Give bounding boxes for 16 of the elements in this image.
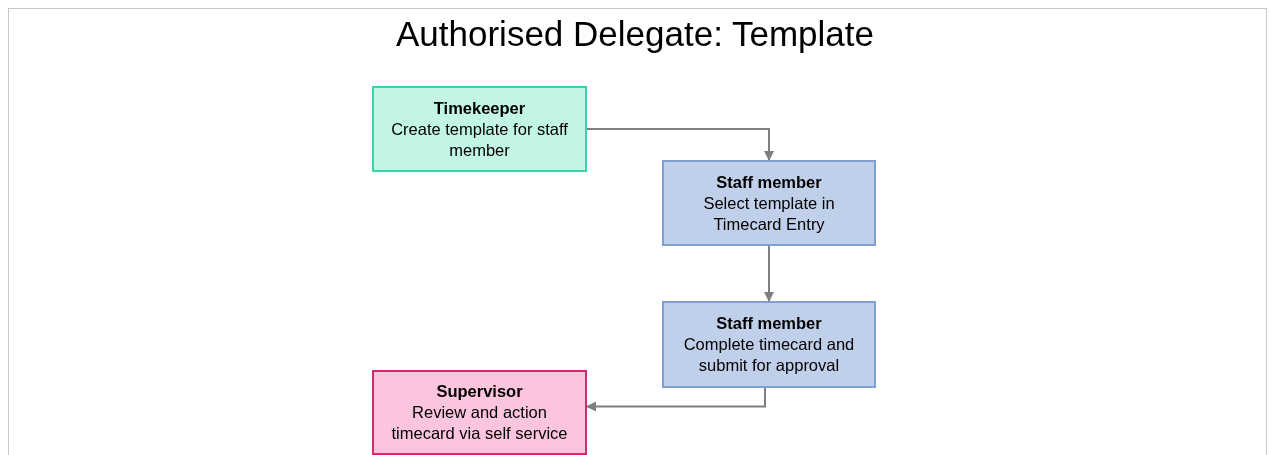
process-box (372, 86, 587, 172)
process-box (662, 160, 876, 246)
step-description: Complete timecard and submit for approval (682, 334, 856, 376)
step-description: Select template in Timecard Entry (702, 192, 836, 235)
diagram-title: Authorised Delegate: Template (395, 14, 875, 54)
role-heading: Staff member (716, 313, 822, 334)
role-heading: Timekeeper (433, 97, 526, 119)
process-box (662, 301, 876, 388)
step-description: Review and action timecard via self service (390, 402, 569, 444)
arrow (586, 387, 766, 412)
role-heading: Staff member (716, 171, 822, 193)
role-heading: Supervisor (436, 381, 523, 402)
arrow (764, 245, 774, 302)
process-box (372, 370, 587, 455)
step-description: Create template for staff member (390, 118, 569, 161)
arrow (586, 128, 774, 161)
